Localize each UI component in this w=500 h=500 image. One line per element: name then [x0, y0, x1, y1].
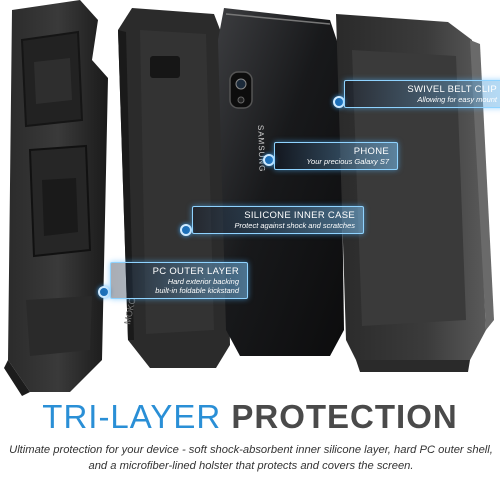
inner-case-subtitle: Protect against shock and scratches	[234, 221, 355, 230]
outer-layer-subtitle-line2: built-in foldable kickstand	[155, 286, 239, 295]
belt-clip-title: SWIVEL BELT CLIP	[407, 84, 497, 95]
pc-outer-layer	[4, 0, 108, 396]
callout-phone: PHONE Your precious Galaxy S7	[274, 142, 398, 170]
outer-layer-title: PC OUTER LAYER	[152, 266, 239, 277]
outer-layer-subtitle-line1: Hard exterior backing	[167, 277, 239, 286]
phone-title: PHONE	[353, 146, 389, 157]
exploded-case-drawing: MOKO SAMSUNG	[4, 0, 494, 396]
callout-outer-layer: PC OUTER LAYER Hard exterior backing bui…	[110, 262, 248, 299]
callout-inner-case: SILICONE INNER CASE Protect against shoc…	[192, 206, 364, 234]
callout-belt-clip: SWIVEL BELT CLIP Allowing for easy mount	[344, 80, 500, 108]
headline-part2: PROTECTION	[231, 398, 458, 435]
headline-part1: TRI-LAYER	[42, 398, 222, 435]
svg-text:SAMSUNG: SAMSUNG	[256, 125, 267, 173]
silicone-inner-case: MOKO	[118, 8, 230, 368]
belt-clip-subtitle: Allowing for easy mount	[417, 95, 497, 104]
headline: TRI-LAYER PROTECTION	[0, 398, 500, 436]
inner-case-title: SILICONE INNER CASE	[244, 210, 355, 221]
galaxy-phone: SAMSUNG	[218, 8, 344, 356]
inner-case-marker	[180, 224, 192, 236]
swivel-belt-clip	[336, 14, 494, 372]
phone-subtitle: Your precious Galaxy S7	[306, 157, 389, 166]
product-illustration: MOKO SAMSUNG	[4, 0, 494, 396]
outer-layer-marker	[98, 286, 110, 298]
description: Ultimate protection for your device - so…	[9, 444, 493, 472]
